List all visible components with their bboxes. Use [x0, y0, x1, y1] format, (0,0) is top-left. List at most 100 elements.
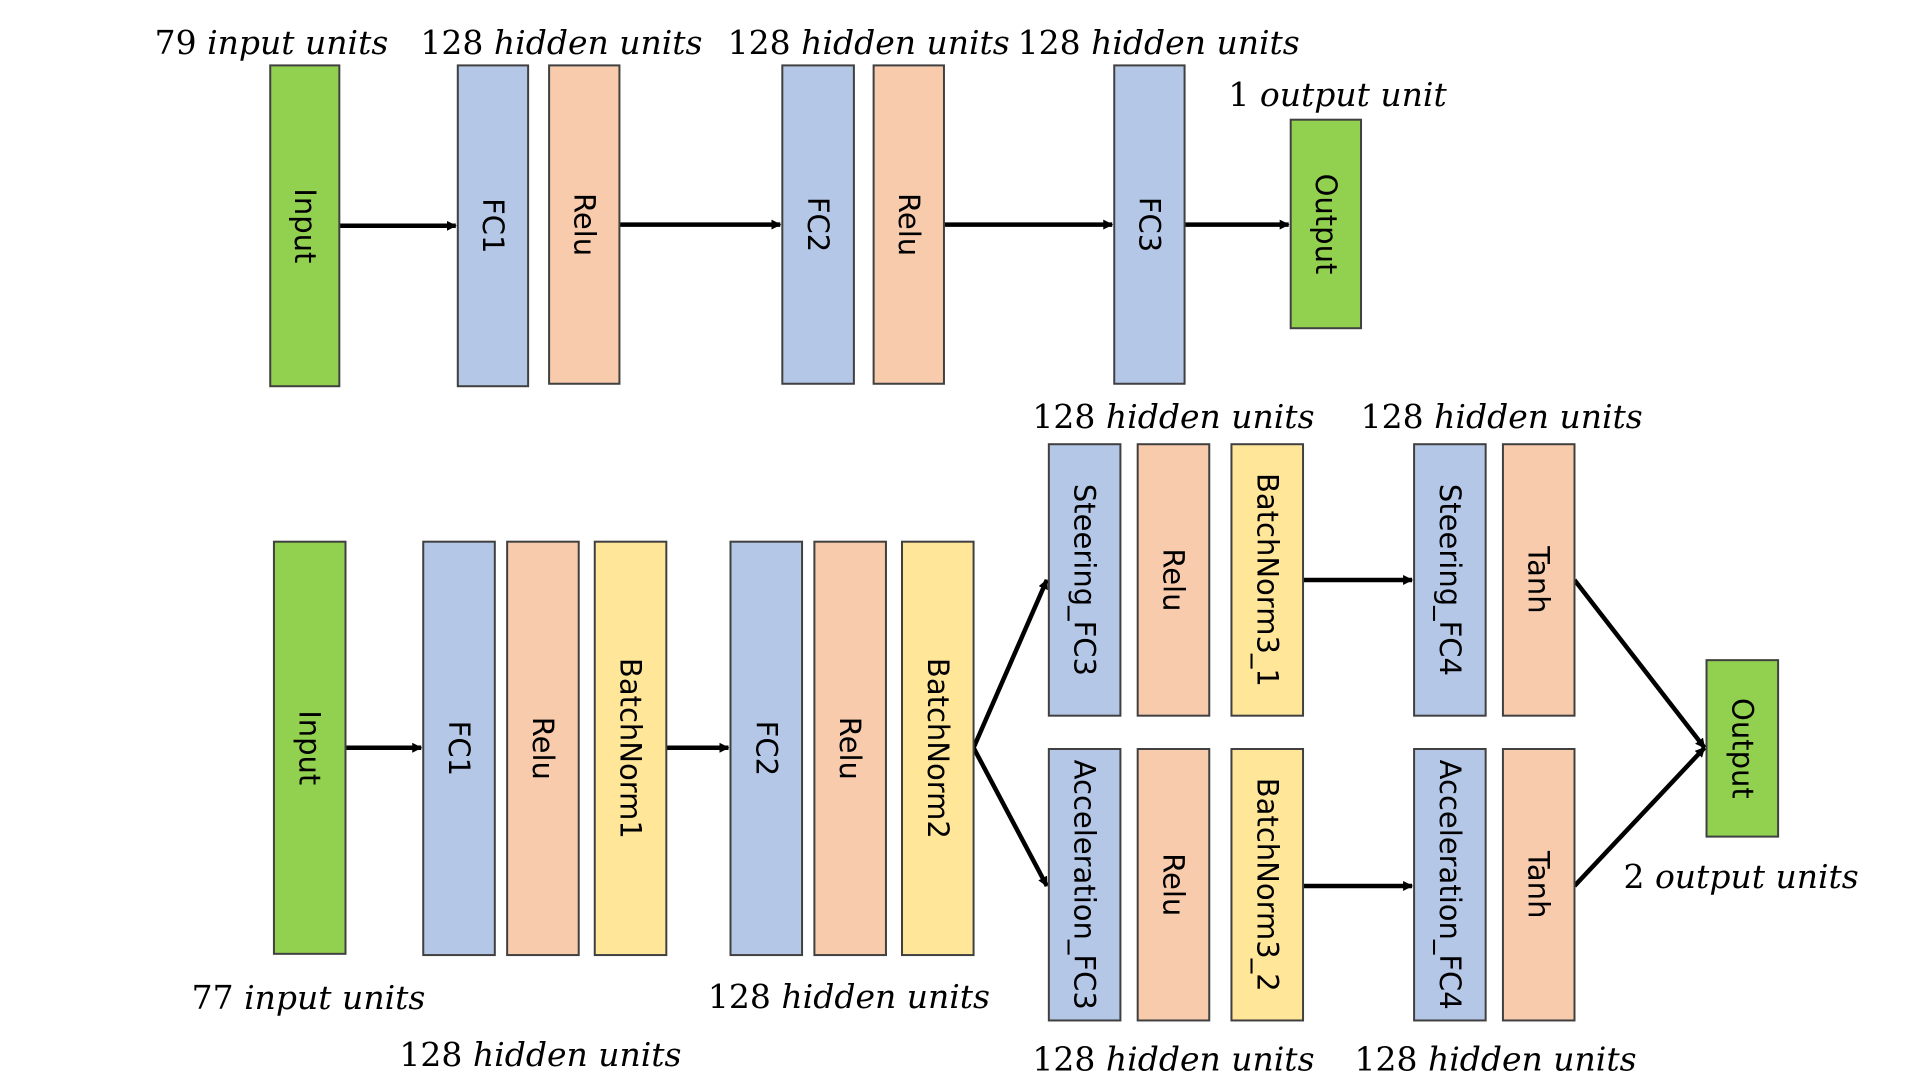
unit-count-text: hidden units — [1106, 1039, 1315, 1078]
layer-block-b-fc2: FC2 — [729, 540, 804, 957]
layer-block-b-arelu: Relu — [1136, 747, 1211, 1022]
unit-count-text: hidden units — [1434, 396, 1643, 435]
layer-block-rect — [422, 540, 496, 957]
layer-block-rect — [593, 540, 668, 957]
layer-block-b-afc3: Acceleration_FC3 — [1047, 747, 1122, 1022]
unit-count-text: hidden units — [1106, 396, 1315, 435]
layer-block-rect — [1705, 659, 1780, 838]
layer-block-rect — [901, 540, 975, 957]
layer-block-b-stanh: Tanh — [1501, 443, 1576, 717]
layer-block-rect — [1230, 443, 1305, 717]
unit-count-label: 128 hidden units — [399, 1034, 681, 1073]
unit-count-number: 128 — [1018, 22, 1081, 61]
layer-block-b-sfc4: Steering_FC4 — [1413, 443, 1487, 717]
layer-block-rect — [1501, 747, 1576, 1022]
layer-block-rect — [1136, 443, 1211, 717]
layer-block-b-bn2: BatchNorm2 — [901, 540, 975, 957]
layer-block-label: Steering_FC4 — [1433, 484, 1467, 676]
layer-block-rect — [1047, 747, 1122, 1022]
unit-count-text: input units — [244, 978, 425, 1017]
layer-block-t-relu2: Relu — [872, 64, 945, 385]
unit-count-text: hidden units — [494, 22, 703, 61]
layer-block-label: Relu — [833, 717, 867, 780]
layer-block-label: Relu — [1156, 548, 1190, 611]
layer-block-rect — [1113, 64, 1186, 385]
layer-block-rect — [272, 540, 347, 955]
unit-count-text: output unit — [1260, 74, 1448, 113]
layer-block-label: Steering_FC3 — [1068, 484, 1102, 676]
unit-count-text: hidden units — [1428, 1039, 1637, 1078]
layer-block-label: Relu — [567, 193, 601, 256]
layer-block-b-srelu: Relu — [1136, 443, 1211, 717]
unit-count-number: 2 — [1623, 857, 1644, 896]
layer-block-t-input: Input — [269, 64, 341, 388]
unit-count-label: 128 hidden units — [1032, 1039, 1314, 1078]
layer-block-b-sfc3: Steering_FC3 — [1047, 443, 1122, 717]
layer-block-label: FC2 — [749, 721, 783, 776]
layer-block-rect — [813, 540, 887, 957]
flow-arrow — [1572, 578, 1707, 750]
layer-block-b-sbn3: BatchNorm3_1 — [1230, 443, 1305, 717]
layer-block-rect — [456, 64, 530, 388]
layer-block-b-abn3: BatchNorm3_2 — [1230, 747, 1305, 1022]
layer-block-rect — [781, 64, 855, 385]
unit-count-label: 128 hidden units — [1032, 396, 1314, 435]
layer-block-rect — [1047, 443, 1122, 717]
flow-arrow — [1572, 746, 1707, 888]
layer-block-rect — [506, 540, 580, 957]
layer-block-label: Relu — [526, 717, 560, 780]
layer-block-b-fc1: FC1 — [422, 540, 496, 957]
layer-block-label: Tanh — [1522, 850, 1556, 918]
layer-block-rect — [872, 64, 945, 385]
layer-block-rect — [729, 540, 804, 957]
unit-count-number: 128 — [1361, 396, 1424, 435]
arrows-layer — [339, 219, 1707, 891]
unit-count-label: 128 hidden units — [420, 22, 702, 61]
layer-block-label: Input — [293, 710, 327, 785]
unit-count-number: 128 — [1032, 1039, 1095, 1078]
layer-block-label: BatchNorm3_2 — [1250, 778, 1284, 992]
unit-count-text: hidden units — [801, 22, 1010, 61]
unit-count-number: 128 — [1032, 396, 1095, 435]
layer-block-label: Acceleration_FC3 — [1068, 760, 1102, 1010]
layer-block-rect — [548, 64, 621, 385]
layer-block-label: BatchNorm1 — [614, 658, 648, 839]
layer-block-label: BatchNorm2 — [921, 658, 955, 839]
layer-block-label: Input — [288, 188, 322, 263]
layer-block-label: Output — [1309, 174, 1343, 275]
unit-count-number: 1 — [1228, 74, 1249, 113]
unit-count-number: 77 — [192, 978, 234, 1017]
layer-block-b-relu2: Relu — [813, 540, 887, 957]
layer-block-b-atanh: Tanh — [1501, 747, 1576, 1022]
layer-block-b-afc4: Acceleration_FC4 — [1413, 747, 1487, 1022]
layer-block-label: BatchNorm3_1 — [1250, 473, 1284, 687]
layer-block-b-bn1: BatchNorm1 — [593, 540, 668, 957]
unit-count-text: hidden units — [781, 976, 990, 1015]
unit-count-label: 1 output unit — [1228, 74, 1447, 113]
layer-block-rect — [1413, 747, 1487, 1022]
unit-count-number: 79 — [155, 22, 197, 61]
layer-block-rect — [1413, 443, 1487, 717]
unit-count-label: 77 input units — [192, 978, 426, 1017]
layer-block-t-relu1: Relu — [548, 64, 621, 385]
unit-count-text: hidden units — [1091, 22, 1300, 61]
layer-block-rect — [1501, 443, 1576, 717]
layer-block-b-output: Output — [1705, 659, 1780, 838]
layer-block-rect — [269, 64, 341, 388]
layer-block-rect — [1289, 118, 1363, 330]
layer-block-label: Relu — [892, 193, 926, 256]
layer-block-rect — [1136, 747, 1211, 1022]
unit-count-label: 128 hidden units — [728, 22, 1010, 61]
flow-arrow — [971, 579, 1049, 749]
layer-block-t-fc3: FC3 — [1113, 64, 1186, 385]
unit-count-label: 128 hidden units — [1018, 22, 1300, 61]
layer-block-t-output: Output — [1289, 118, 1363, 330]
layer-block-label: Relu — [1156, 853, 1190, 916]
layer-block-t-fc2: FC2 — [781, 64, 855, 385]
unit-count-number: 128 — [728, 22, 791, 61]
layer-block-b-input: Input — [272, 540, 347, 955]
unit-count-label: 128 hidden units — [1354, 1039, 1636, 1078]
